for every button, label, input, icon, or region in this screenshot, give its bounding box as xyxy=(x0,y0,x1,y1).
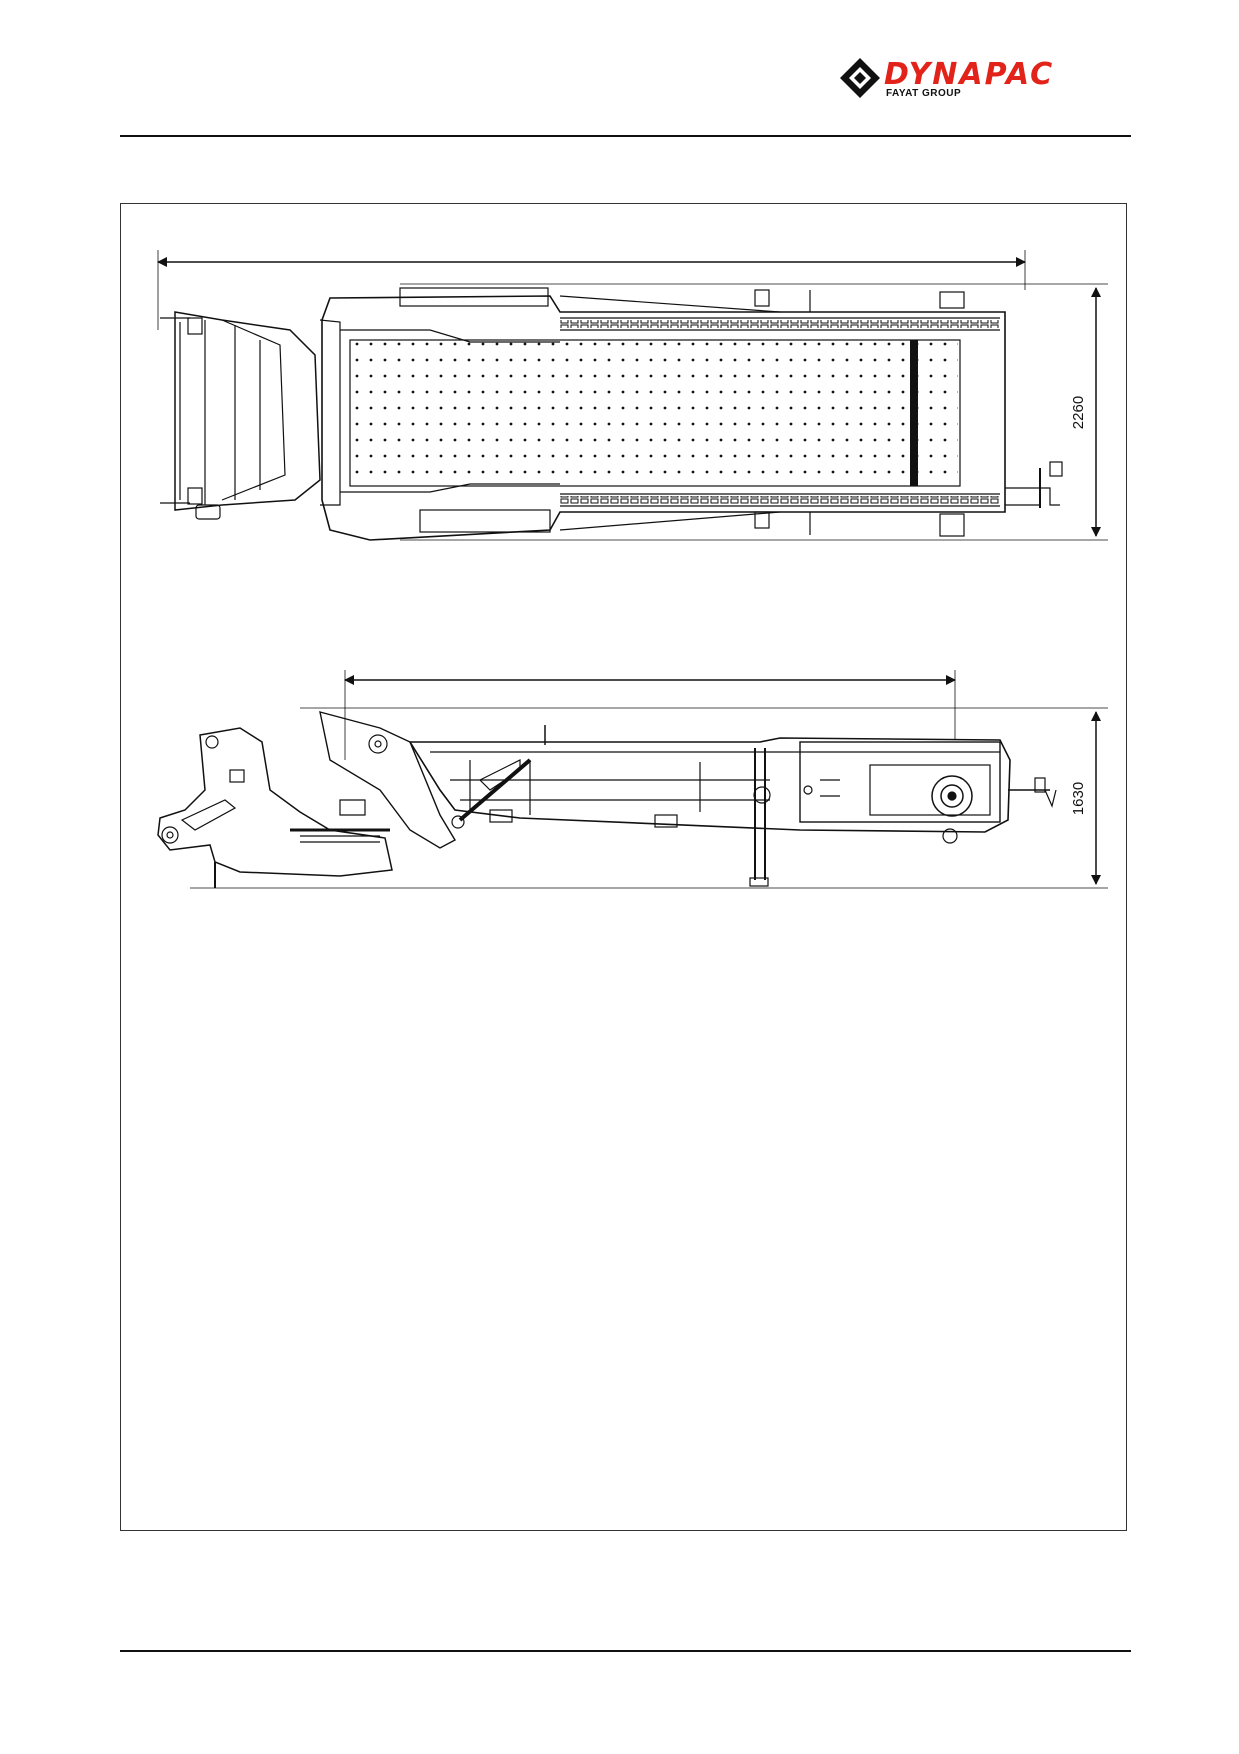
side-view xyxy=(157,670,1108,889)
footer-rule xyxy=(120,1650,1131,1652)
brand-name: DYNAPAC xyxy=(884,57,1055,92)
top-view xyxy=(157,250,1108,541)
brand-subtitle: FAYAT GROUP xyxy=(886,88,962,99)
drawing-frame xyxy=(120,203,1127,1531)
dynapac-diamond-icon xyxy=(840,58,880,98)
header-rule xyxy=(120,135,1131,137)
height-dimension-label: 1630 xyxy=(1070,781,1088,816)
width-dimension-label: 2260 xyxy=(1070,395,1088,430)
dynapac-logo: DYNAPAC FAYAT GROUP xyxy=(838,56,1138,102)
